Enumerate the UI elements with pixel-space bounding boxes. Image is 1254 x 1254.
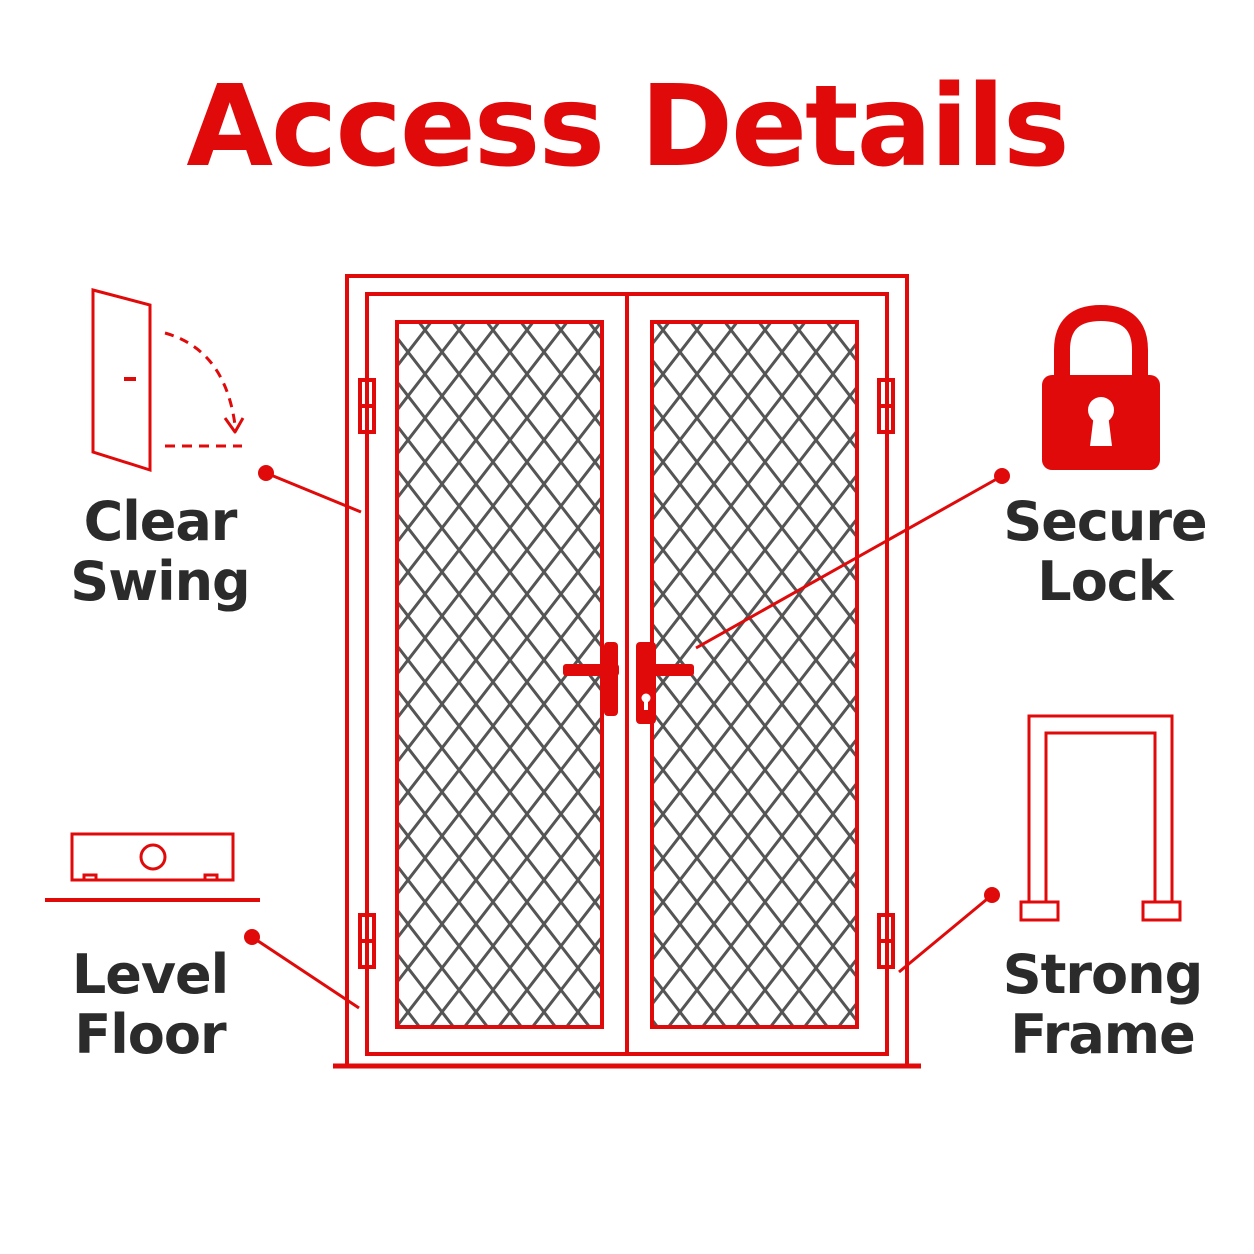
spirit-level-icon (45, 832, 260, 902)
hinge (358, 378, 376, 434)
page-title: Access Details (186, 62, 1069, 192)
right-handle-lever (636, 664, 694, 676)
label-clear-swing-line2: Swing (70, 550, 250, 613)
label-secure-lock-line2: Lock (1037, 550, 1173, 613)
double-door (333, 274, 921, 1069)
label-level-floor-line1: Level (71, 943, 229, 1006)
label-secure-lock-line1: Secure (1003, 490, 1207, 553)
keyhole-icon (641, 693, 651, 703)
label-strong-frame: Strong Frame (990, 945, 1215, 1065)
label-clear-swing-line1: Clear (83, 490, 238, 553)
label-strong-frame-line2: Frame (1010, 1003, 1195, 1066)
hinge (877, 378, 895, 434)
label-secure-lock: Secure Lock (995, 492, 1215, 612)
left-handle-plate (604, 642, 618, 716)
label-strong-frame-line1: Strong (1002, 943, 1204, 1006)
left-handle-lever (563, 664, 619, 676)
right-handle-plate (636, 642, 656, 724)
door-swing-icon (91, 288, 245, 473)
callout-line-strong-frame (898, 893, 993, 974)
door-frame-icon (1019, 714, 1182, 922)
label-level-floor-line2: Floor (74, 1003, 226, 1066)
callout-line-clear-swing (265, 471, 362, 514)
label-clear-swing: Clear Swing (55, 492, 265, 612)
hinge (877, 913, 895, 969)
door-handles (563, 642, 694, 724)
padlock-icon (1042, 304, 1160, 470)
label-level-floor: Level Floor (45, 945, 255, 1065)
callout-line-level-floor (251, 935, 360, 1010)
callout-line-secure-lock (695, 474, 1003, 650)
callouts (244, 465, 1010, 1010)
hinge (358, 913, 376, 969)
